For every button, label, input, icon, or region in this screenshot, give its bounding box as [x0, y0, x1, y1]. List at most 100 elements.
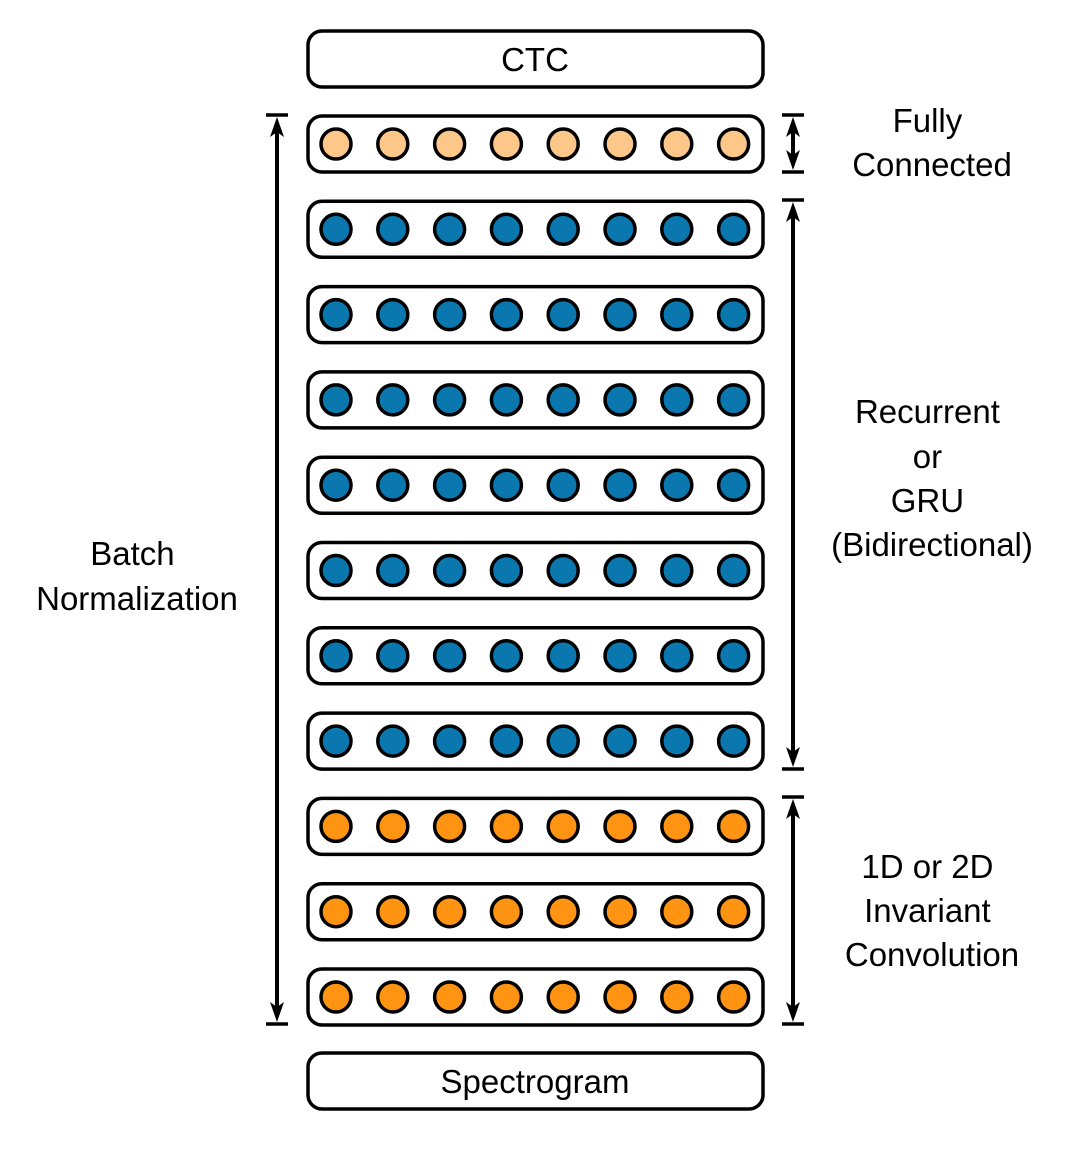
- neuron: [716, 468, 751, 502]
- neuron: [546, 553, 580, 588]
- batch-normalization-line-2: Normalization: [36, 580, 238, 617]
- layer-recurrent: [306, 711, 765, 771]
- layer-box: [306, 284, 765, 345]
- neuron: [432, 980, 467, 1014]
- neuron: [603, 553, 637, 588]
- neuron: [319, 894, 353, 929]
- recurrent-line-4: (Bidirectional): [831, 526, 1033, 563]
- neuron: [716, 383, 751, 417]
- fully-connected-span-arrow: [782, 113, 804, 174]
- arrow-head-down: [786, 1002, 800, 1022]
- neuron: [603, 980, 637, 1014]
- neuron: [319, 212, 353, 247]
- layer-stack: [306, 114, 765, 1027]
- spectrogram-box: [306, 1051, 765, 1111]
- neuron: [603, 639, 637, 673]
- neuron: [716, 980, 751, 1014]
- neuron: [319, 724, 353, 758]
- neuron: [432, 212, 467, 247]
- neuron: [432, 468, 467, 502]
- neuron: [376, 212, 410, 247]
- layer-recurrent: [306, 199, 765, 260]
- arrow-head-down: [786, 150, 800, 170]
- layer-recurrent: [306, 284, 765, 345]
- neuron: [603, 383, 637, 417]
- neuron: [376, 297, 410, 332]
- neuron: [319, 468, 353, 502]
- neuron: [603, 724, 637, 758]
- layer-recurrent: [306, 540, 765, 601]
- recurrent-line-1: Recurrent: [855, 393, 1000, 430]
- neuron: [376, 724, 410, 758]
- neuron: [489, 894, 524, 929]
- neuron: [489, 724, 524, 758]
- fully-connected-line-2: Connected: [852, 146, 1012, 183]
- arrow-head-up: [786, 202, 800, 222]
- neuron: [376, 639, 410, 673]
- neuron: [432, 809, 467, 844]
- neuron: [603, 468, 637, 502]
- ctc-block: CTC: [306, 29, 765, 89]
- neuron: [432, 383, 467, 417]
- convolution-line-3: Convolution: [845, 936, 1019, 973]
- arrow-head-up: [786, 799, 800, 819]
- neuron: [319, 809, 353, 844]
- neuron: [716, 553, 751, 588]
- layer-box: [306, 540, 765, 601]
- convolution-label: 1D or 2D Invariant Convolution: [845, 848, 1019, 973]
- convolution-line-1: 1D or 2D: [861, 848, 993, 885]
- neuron: [489, 809, 524, 844]
- layer-convolution: [306, 796, 765, 857]
- neuron: [660, 212, 694, 247]
- neuron: [546, 297, 580, 332]
- neuron: [376, 809, 410, 844]
- neuron: [660, 127, 694, 161]
- neuron: [546, 980, 580, 1014]
- layer-box: [306, 626, 765, 686]
- layer-box: [306, 881, 765, 942]
- convolution-line-2: Invariant: [864, 892, 991, 929]
- neuron: [546, 127, 580, 161]
- neuron: [546, 468, 580, 502]
- recurrent-span-arrow: [782, 198, 804, 771]
- neuron: [716, 212, 751, 247]
- neuron: [603, 212, 637, 247]
- layer-box: [306, 114, 765, 174]
- neuron: [660, 553, 694, 588]
- layer-box: [306, 967, 765, 1027]
- layer-convolution: [306, 881, 765, 942]
- neuron: [319, 553, 353, 588]
- ctc-box: [306, 29, 765, 89]
- batch-normalization-span-arrow: [266, 113, 288, 1026]
- batch-normalization-label: Batch Normalization: [36, 535, 238, 617]
- neuron: [546, 894, 580, 929]
- neuron: [546, 724, 580, 758]
- neuron: [319, 639, 353, 673]
- arrow-head-up: [786, 117, 800, 137]
- neuron: [716, 127, 751, 161]
- neuron: [489, 468, 524, 502]
- neuron: [660, 468, 694, 502]
- neuron: [319, 383, 353, 417]
- layer-box: [306, 199, 765, 260]
- neuron: [603, 127, 637, 161]
- neuron: [660, 980, 694, 1014]
- layer-recurrent: [306, 626, 765, 686]
- neuron: [489, 212, 524, 247]
- spectrogram-label: Spectrogram: [441, 1063, 630, 1100]
- neuron: [376, 553, 410, 588]
- layer-recurrent: [306, 455, 765, 515]
- neuron: [603, 809, 637, 844]
- neuron: [376, 980, 410, 1014]
- neuron: [376, 127, 410, 161]
- neuron: [432, 297, 467, 332]
- neuron: [716, 639, 751, 673]
- neuron: [546, 383, 580, 417]
- layer-box: [306, 796, 765, 857]
- layer-convolution: [306, 967, 765, 1027]
- neuron: [660, 724, 694, 758]
- neuron: [319, 980, 353, 1014]
- neuron: [376, 468, 410, 502]
- neuron: [716, 809, 751, 844]
- neuron: [603, 297, 637, 332]
